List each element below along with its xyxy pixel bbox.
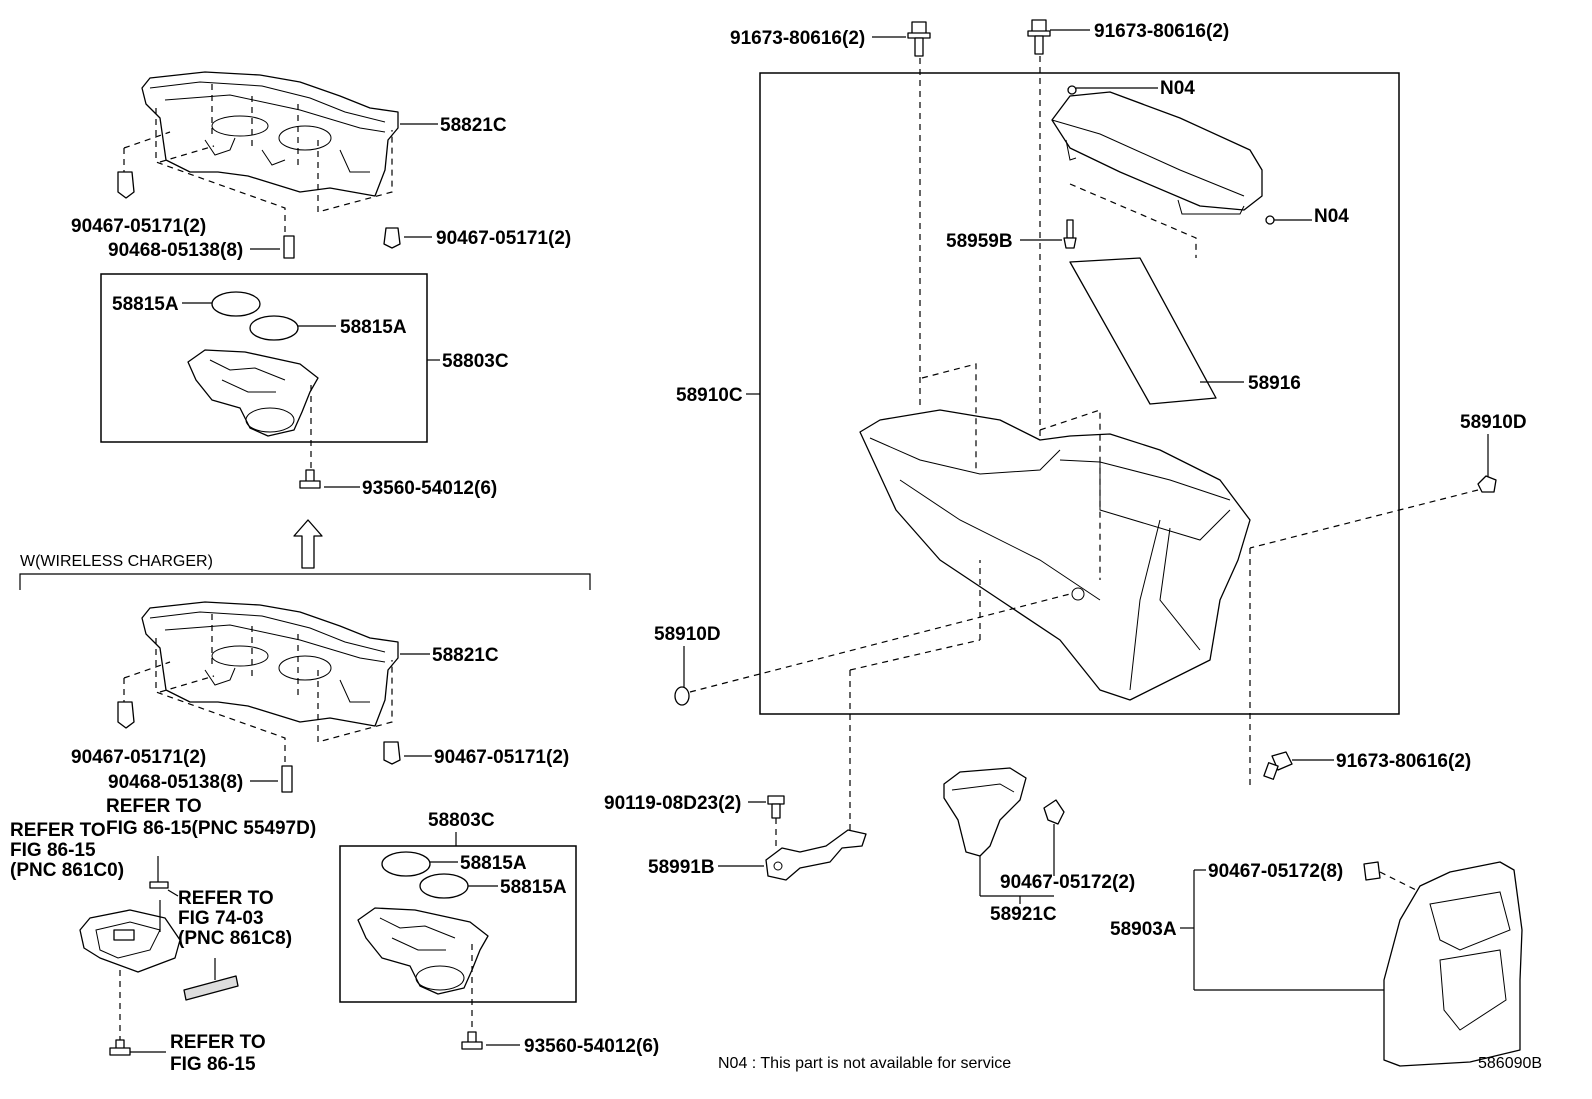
callout-top-box-ring-2: 58815A	[340, 317, 407, 338]
callout-refer-3-line-3: (PNC 861C8)	[178, 928, 292, 949]
small-tag-icon	[149, 881, 169, 889]
plug-icon	[1477, 475, 1497, 493]
pad-icon	[1069, 257, 1217, 405]
callout-bottom-box-holder: 58803C	[428, 810, 495, 831]
side-panel-icon	[943, 767, 1027, 857]
callout-top-box-holder: 58803C	[442, 351, 509, 372]
figure-code: 586090B	[1478, 1055, 1542, 1072]
clip-icon	[117, 171, 401, 259]
clip-icon	[117, 701, 401, 793]
section-bracket	[19, 573, 591, 590]
footnote: N04 : This part is not available for ser…	[718, 1055, 1011, 1072]
callout-refer-2-line-3: (PNC 861C0)	[10, 860, 124, 881]
charger-pad-icon	[183, 975, 239, 1001]
console-tray-bottom	[141, 601, 399, 727]
clip-icon	[1043, 799, 1065, 825]
callout-bolt-top-right: 91673-80616(2)	[1094, 21, 1229, 42]
console-tray-top	[141, 71, 399, 197]
callout-bottom-box-ring-2: 58815A	[500, 877, 567, 898]
callout-plug-right: 58910D	[1460, 412, 1527, 433]
callout-top-clip-mid: 90468-05138(8)	[108, 240, 243, 261]
callout-bottom-clip-mid: 90468-05138(8)	[108, 772, 243, 793]
clip-icon	[1363, 861, 1381, 881]
screw-icon	[109, 1039, 131, 1056]
bolt-icon	[907, 19, 1051, 57]
wireless-charger-heading: W(WIRELESS CHARGER)	[20, 553, 213, 570]
callout-clip-panel: 90467-05172(2)	[1000, 872, 1135, 893]
callout-rear-panel: 58903A	[1110, 919, 1177, 940]
callout-bottom-clip-left: 90467-05171(2)	[71, 747, 206, 768]
callout-plug-left: 58910D	[654, 624, 721, 645]
tray-top-hidden-lines	[123, 84, 393, 236]
callout-pad: 58916	[1248, 373, 1301, 394]
n04-pin-icon	[1265, 215, 1275, 225]
callout-top-clip-right: 90467-05171(2)	[436, 228, 571, 249]
holder-box-bottom	[339, 845, 577, 1003]
callout-bracket: 58991B	[648, 857, 715, 878]
bracket-icon	[765, 829, 867, 881]
screw-icon	[461, 1031, 483, 1050]
tray-bottom-hidden-lines	[123, 614, 393, 766]
callout-top-console-part: 58821C	[440, 115, 507, 136]
screw-icon	[299, 469, 321, 489]
plug-icon	[674, 686, 690, 706]
wireless-charger-icon	[79, 909, 181, 973]
callout-bolt-top-left: 91673-80616(2)	[730, 28, 865, 49]
callout-console-box: 58910C	[676, 385, 743, 406]
callout-refer-4-line-1: REFER TO	[170, 1032, 266, 1053]
callout-refer-2-line-2: FIG 86-15	[10, 840, 96, 861]
bolt-icon	[1263, 751, 1293, 780]
callout-refer-2-line-1: REFER TO	[10, 820, 106, 841]
callout-refer-1-line-1: REFER TO	[106, 796, 202, 817]
callout-panel: 58921C	[990, 904, 1057, 925]
console-body-icon	[859, 409, 1251, 701]
callout-bottom-clip-right: 90467-05171(2)	[434, 747, 569, 768]
up-arrow-icon	[293, 519, 323, 569]
callout-n04-top: N04	[1160, 78, 1195, 99]
callout-refer-3-line-2: FIG 74-03	[178, 908, 264, 929]
callout-bolt-right: 91673-80616(2)	[1336, 751, 1471, 772]
ring-icon	[211, 291, 299, 341]
n04-pin-icon	[1067, 85, 1077, 95]
callout-bottom-console-part: 58821C	[432, 645, 499, 666]
callout-bottom-box-ring-1: 58815A	[460, 853, 527, 874]
callout-refer-3-line-1: REFER TO	[178, 888, 274, 909]
screw-icon	[1063, 219, 1077, 249]
callout-armrest-screw: 58959B	[946, 231, 1013, 252]
console-hidden-lines	[921, 363, 1101, 580]
cup-holder-icon	[187, 349, 319, 437]
callout-refer-4-line-2: FIG 86-15	[170, 1054, 256, 1075]
armrest-lid-icon	[1051, 91, 1263, 258]
callout-bottom-screw: 93560-54012(6)	[524, 1036, 659, 1057]
callout-refer-1-line-2: FIG 86-15(PNC 55497D)	[106, 818, 316, 839]
callout-top-screw: 93560-54012(6)	[362, 478, 497, 499]
callout-n04-right: N04	[1314, 206, 1349, 227]
callout-bolt-bracket: 90119-08D23(2)	[604, 793, 741, 814]
bolt-icon	[767, 795, 785, 819]
callout-top-clip-left: 90467-05171(2)	[71, 216, 206, 237]
holder-box-top	[100, 273, 428, 443]
callout-clip-rear: 90467-05172(8)	[1208, 861, 1343, 882]
cup-holder-icon	[357, 907, 489, 995]
callout-top-box-ring-1: 58815A	[112, 294, 179, 315]
ring-icon	[381, 851, 469, 899]
rear-panel-icon	[1383, 861, 1523, 1067]
